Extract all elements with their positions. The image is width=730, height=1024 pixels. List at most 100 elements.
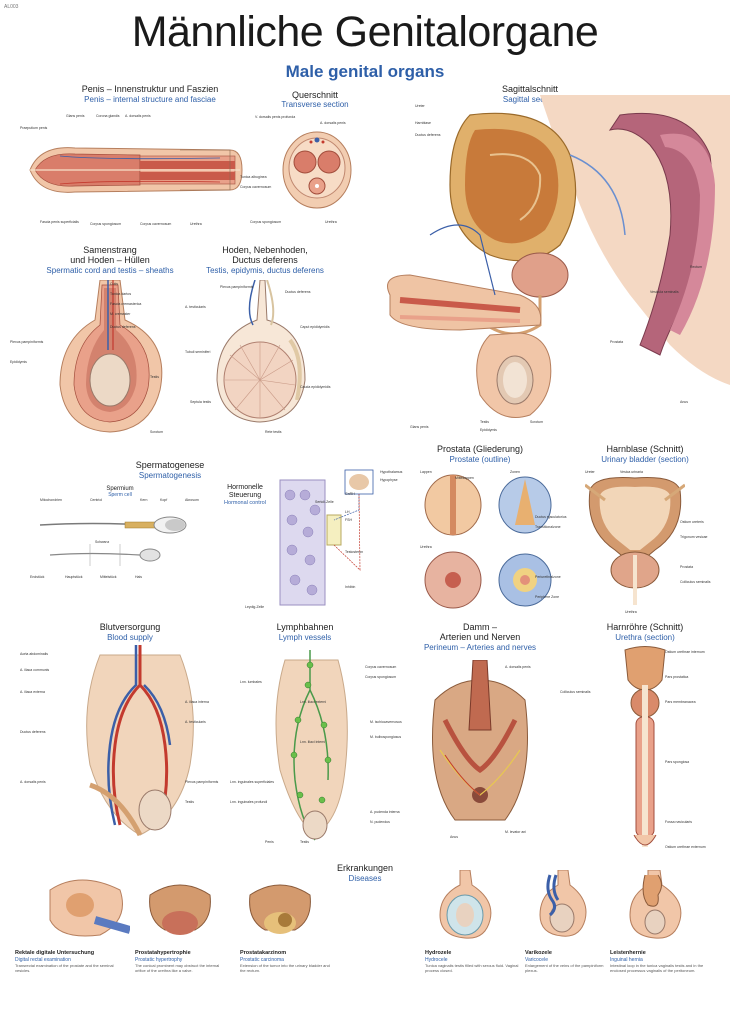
label-hb-ureter: Ureter: [585, 470, 595, 474]
sperm-cell-illustration: [39, 516, 187, 566]
label-sp-kopf: Kopf: [160, 498, 168, 502]
label-d-bulbo: M. bulbospongiosus: [370, 735, 402, 739]
label-d-pudendus: N. pudendus: [370, 820, 390, 824]
label-s-vesicula: Vesicula seminalis: [650, 290, 679, 294]
section-title-spermium: Spermium: [106, 486, 134, 492]
label-p-periurethral: Periurethralzone: [535, 575, 561, 579]
disease-hydrocele-illustration: [439, 870, 492, 939]
label-d-ischio: M. ischiocavernosus: [370, 720, 402, 724]
section-subtitle-querschnitt: Transverse section: [281, 100, 349, 109]
disease-carcinoma-subtitle: Prostatic carcinoma: [240, 957, 284, 963]
disease-hydrocele-subtitle: Hydrocele: [425, 957, 448, 963]
disease-bph: Prostatahypertrophie Prostatic hypertrop…: [135, 950, 230, 973]
disease-varicocele-subtitle: Varicocele: [525, 957, 548, 963]
disease-hydrocele: Hydrozele Hydrocele Tunica vaginalis tes…: [425, 950, 520, 973]
label-hb-colliculus: Colliculus seminalis: [680, 580, 711, 584]
disease-dre: Rektale digitale Untersuchung Digital re…: [15, 950, 125, 973]
disease-carcinoma-text: Extension of the tumor into the urinary …: [240, 963, 330, 973]
label-d-dorsalis: A. dorsalis penis: [505, 665, 531, 669]
label-h-caput: Caput epididymidis: [300, 325, 330, 329]
label-ho-inhibin: Inhibin: [345, 585, 356, 589]
label-b-dorsalis: A. dorsalis penis: [20, 780, 46, 784]
label-sc-scrotum: Scrotum: [150, 430, 164, 434]
disease-varicocele-text: Enlargement of the veins of the pampinif…: [525, 963, 604, 973]
disease-varicocele-illustration: [539, 870, 587, 937]
section-title-spermatogenese: Spermatogenese: [135, 460, 205, 470]
section-title-damm-1: Damm –: [462, 622, 497, 632]
label-l-penis: Penis: [265, 840, 274, 844]
label-sp-kern: Kern: [140, 498, 148, 502]
disease-bph-text: The conical prominent may obstruct the i…: [135, 963, 220, 973]
perineum-illustration: [432, 660, 528, 821]
label-s-harnblase: Harnblase: [415, 121, 431, 125]
section-title-penis: Penis – Innenstruktur und Faszien: [81, 84, 219, 94]
transverse-section-illustration: [282, 131, 352, 209]
section-subtitle-harnrohre: Urethra (section): [615, 633, 675, 642]
label-h-cauda: Cauda epididymidis: [300, 385, 331, 389]
label-l-testis: Testis: [300, 840, 309, 844]
label-sp-endstueck: Endstück: [30, 575, 45, 579]
disease-varicocele: Varikozele Varicocele Enlargement of the…: [525, 950, 610, 973]
label-h-plexus: Plexus pampiniformis: [220, 285, 254, 289]
label-l-superficiales: Lnn. inguinales superficiales: [230, 780, 274, 784]
section-title-damm-2: Arterien und Nerven: [439, 632, 521, 642]
label-u-navicularis: Fossa navicularis: [665, 820, 693, 824]
disease-hernia-title: Leistenhernie: [610, 950, 646, 956]
label-b-ductus: Ductus deferens: [20, 730, 46, 734]
label-ho-testosteron: Testosteron: [345, 550, 364, 554]
section-subtitle-harnblase: Urinary bladder (section): [601, 455, 689, 464]
label-b-interna: A. iliaca interna: [185, 700, 209, 704]
label-l-lumbales: Lnn. lumbales: [240, 680, 262, 684]
disease-dre-text: Transrectal examination of the prostate …: [15, 963, 114, 973]
disease-hernia-text: Intestinal loop in the tunica vaginalis …: [610, 963, 704, 973]
section-subtitle-spermatogenese: Spermatogenesis: [138, 471, 202, 480]
label-sp-hals: Hals: [135, 575, 143, 579]
section-title-sagittal: Sagittalschnitt: [501, 84, 559, 94]
label-l-externi: Lnn. iliaci externi: [300, 700, 327, 704]
spermatic-cord-illustration: [59, 280, 163, 433]
section-title-hoden-1: Hoden, Nebenhoden,: [222, 245, 308, 255]
label-sc-cremaster: M. cremaster: [110, 312, 131, 316]
label-cavernosum: Corpus cavernosum: [140, 222, 172, 226]
section-title-samenstrang-2: und Hoden – Hüllen: [70, 255, 150, 265]
label-sc-fascia: Fascia cremasterica: [110, 302, 142, 306]
label-sp-centriol: Centriol: [90, 498, 103, 502]
disease-dre-title: Rektale digitale Untersuchung: [15, 950, 95, 956]
section-subtitle-damm: Perineum – Arteries and nerves: [423, 643, 537, 652]
label-ho-hypothalamus: Hypothalamus: [380, 470, 403, 474]
disease-hydrocele-title: Hydrozele: [425, 950, 452, 956]
urethra-illustration: [624, 646, 666, 847]
label-p-ductus: Ductus ejaculatorius: [535, 515, 567, 519]
section-title-samenstrang-1: Samenstrang: [83, 245, 137, 255]
label-d-levator: M. levator ani: [505, 830, 527, 834]
label-ho-hypophyse: Hypophyse: [380, 478, 398, 482]
section-subtitle-lymph: Lymph vessels: [278, 633, 332, 642]
label-hb-prostata: Prostata: [680, 565, 694, 569]
label-hb-vesica: Vesica urinaria: [620, 470, 643, 474]
label-ho-leydig: Leydig-Zelle: [245, 605, 265, 609]
label-u-colliculus: Colliculus seminalis: [560, 690, 591, 694]
label-h-septula: Septula testis: [190, 400, 212, 404]
label-s-ductus: Ductus deferens: [415, 133, 441, 137]
label-b-aorta: Aorta abdominalis: [20, 652, 49, 656]
label-s-ureter: Ureter: [415, 104, 425, 108]
label-a-dorsalis: A. dorsalis penis: [125, 114, 151, 118]
blood-supply-illustration: [86, 645, 194, 837]
lymph-vessels-illustration: [275, 650, 348, 841]
section-subtitle-blut: Blood supply: [107, 633, 153, 642]
urinary-bladder-illustration: [585, 477, 685, 605]
label-corona: Corona glandis: [96, 114, 120, 118]
label-u-spongiosa: Pars spongiosa: [665, 760, 690, 764]
sagittal-section-illustration: [387, 95, 730, 418]
section-title-harnblase: Harnblase (Schnitt): [606, 444, 684, 454]
label-sc-dartos: Tunica dartos: [110, 292, 132, 296]
label-s-rectum: Rectum: [690, 265, 703, 269]
label-hb-urethra: Urethra: [625, 610, 637, 614]
label-sc-plexus: Plexus pampiniformis: [10, 340, 44, 344]
label-s-epididymis: Epididymis: [480, 428, 497, 432]
label-sp-mittelstueck: Mittelstück: [100, 575, 117, 579]
label-d-anus: Anus: [450, 835, 458, 839]
poster-subtitle: Male genital organs: [285, 62, 445, 81]
label-p-transitional: Transitionalzone: [535, 525, 561, 529]
label-l-interni: Lnn. iliaci interni: [300, 740, 326, 744]
